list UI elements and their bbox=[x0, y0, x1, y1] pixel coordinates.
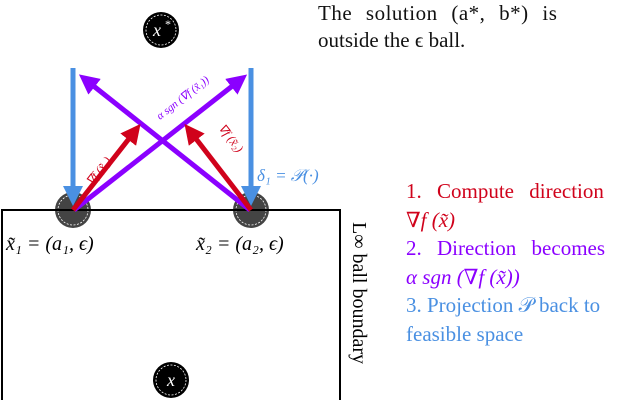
sign-step-label: α sgn (∇f (x̃₁)) bbox=[154, 74, 211, 122]
svg-text:*: * bbox=[165, 17, 171, 31]
gradient-arrow-2 bbox=[184, 123, 253, 212]
caption: The solution (a*, b*) is outside the ϵ b… bbox=[318, 0, 618, 54]
sign-step-arrow-1 bbox=[72, 74, 248, 212]
x-node: x bbox=[153, 362, 189, 398]
step-3-formula: feasible space bbox=[406, 321, 524, 346]
x-star-node: x * bbox=[143, 12, 179, 48]
steps-legend: 1. Compute direction ∇f (x̃) 2. Directio… bbox=[406, 177, 632, 348]
step-2-label: 2. Direction becomes bbox=[406, 236, 606, 260]
gradient-arrow-1 bbox=[71, 123, 141, 212]
caption-line-1: The solution (a*, b*) is bbox=[318, 1, 558, 25]
sign-step-arrow-2 bbox=[78, 74, 252, 212]
svg-text:x: x bbox=[152, 20, 161, 40]
step-2-formula: α sgn (∇f (x̃)) bbox=[406, 264, 520, 289]
boundary-label: L∞ ball boundary bbox=[348, 222, 370, 364]
caption-line-2: outside the ϵ ball. bbox=[318, 28, 466, 52]
x-tilde-2-label: x̃₂ = (a₂, ϵ) bbox=[195, 233, 284, 255]
x-tilde-1-label: x̃₁ = (a₁, ϵ) bbox=[5, 233, 94, 255]
projection-label: δ₁ = 𝒫(·) bbox=[257, 166, 319, 185]
svg-text:x: x bbox=[166, 370, 175, 390]
gradient-2-label: ∇f (x̃₂) bbox=[216, 121, 247, 155]
step-1-formula: ∇f (x̃) bbox=[406, 207, 456, 232]
step-1-label: 1. Compute direction bbox=[406, 179, 604, 203]
step-3-label: 3. Projection 𝒫 back to bbox=[406, 293, 601, 317]
